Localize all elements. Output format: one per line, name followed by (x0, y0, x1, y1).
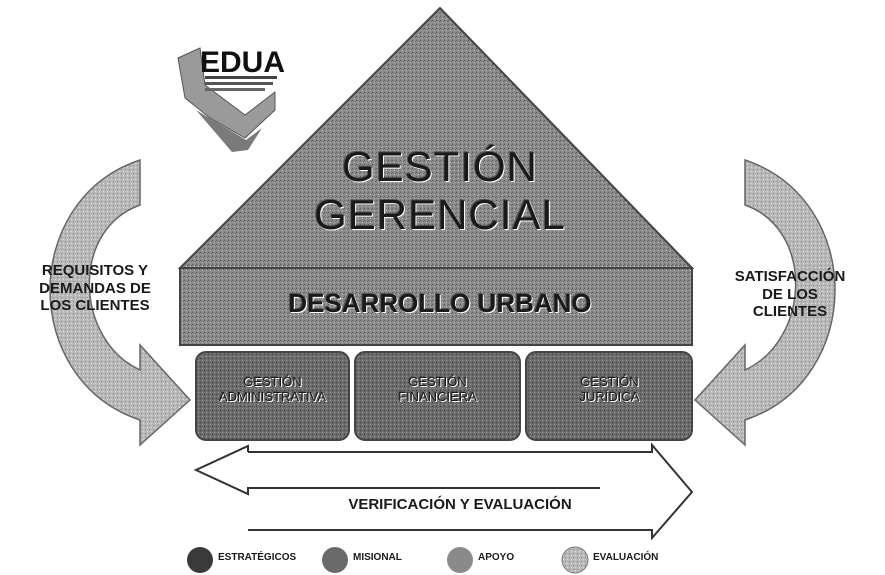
logo-swoosh-shape (196, 110, 262, 152)
legend-label-evaluacion: EVALUACIÓN (593, 552, 659, 563)
legend (187, 546, 589, 574)
logo-subtext-line-3 (205, 88, 265, 91)
legend-swatch-estrategicos (187, 547, 213, 573)
support-box-juridica (525, 351, 693, 441)
support-box-label-financiera: GESTIÓN FINANCIERA (398, 374, 477, 405)
support-box-label-administrativa: GESTIÓN ADMINISTRATIVA (218, 374, 327, 405)
logo-text: EDUA (200, 46, 285, 79)
support-box-administrativa (195, 351, 350, 441)
bottom-left-arrowhead (193, 444, 600, 496)
bottom-arrow-label: VERIFICACIÓN Y EVALUACIÓN (348, 496, 572, 513)
left-arrow-label: REQUISITOS Y DEMANDAS DE LOS CLIENTES (39, 262, 151, 315)
support-boxes (195, 351, 693, 441)
bottom-right-arrowhead (248, 442, 694, 541)
support-box-financiera (354, 351, 521, 441)
verification-evaluation-arrow (193, 442, 694, 541)
left-curved-arrow (49, 158, 192, 447)
legend-label-estrategicos: ESTRATÉGICOS (218, 552, 297, 563)
legend-swatch-misional (322, 547, 348, 573)
legend-label-apoyo: APOYO (478, 552, 515, 563)
desarrollo-urbano-band (179, 267, 693, 346)
right-curved-arrow (693, 158, 836, 447)
right-arrow-label: SATISFACCIÓN DE LOS CLIENTES (734, 268, 846, 321)
edua-logo: EDUA (177, 46, 285, 152)
legend-swatch-apoyo (447, 547, 473, 573)
logo-subtext-line-2 (205, 82, 273, 85)
legend-swatch-evaluacion (561, 546, 589, 574)
mission-band-label: DESARROLLO URBANO (288, 288, 592, 318)
logo-shield-shape (177, 47, 276, 139)
pyramid-title-line-2: GERENCIAL (314, 191, 566, 238)
support-box-label-juridica: GESTIÓN JURÍDICA (579, 374, 640, 405)
pyramid-title-line-1: GESTIÓN (341, 143, 539, 190)
logo-subtext-line-1 (205, 76, 277, 79)
legend-label-misional: MISIONAL (353, 552, 402, 563)
